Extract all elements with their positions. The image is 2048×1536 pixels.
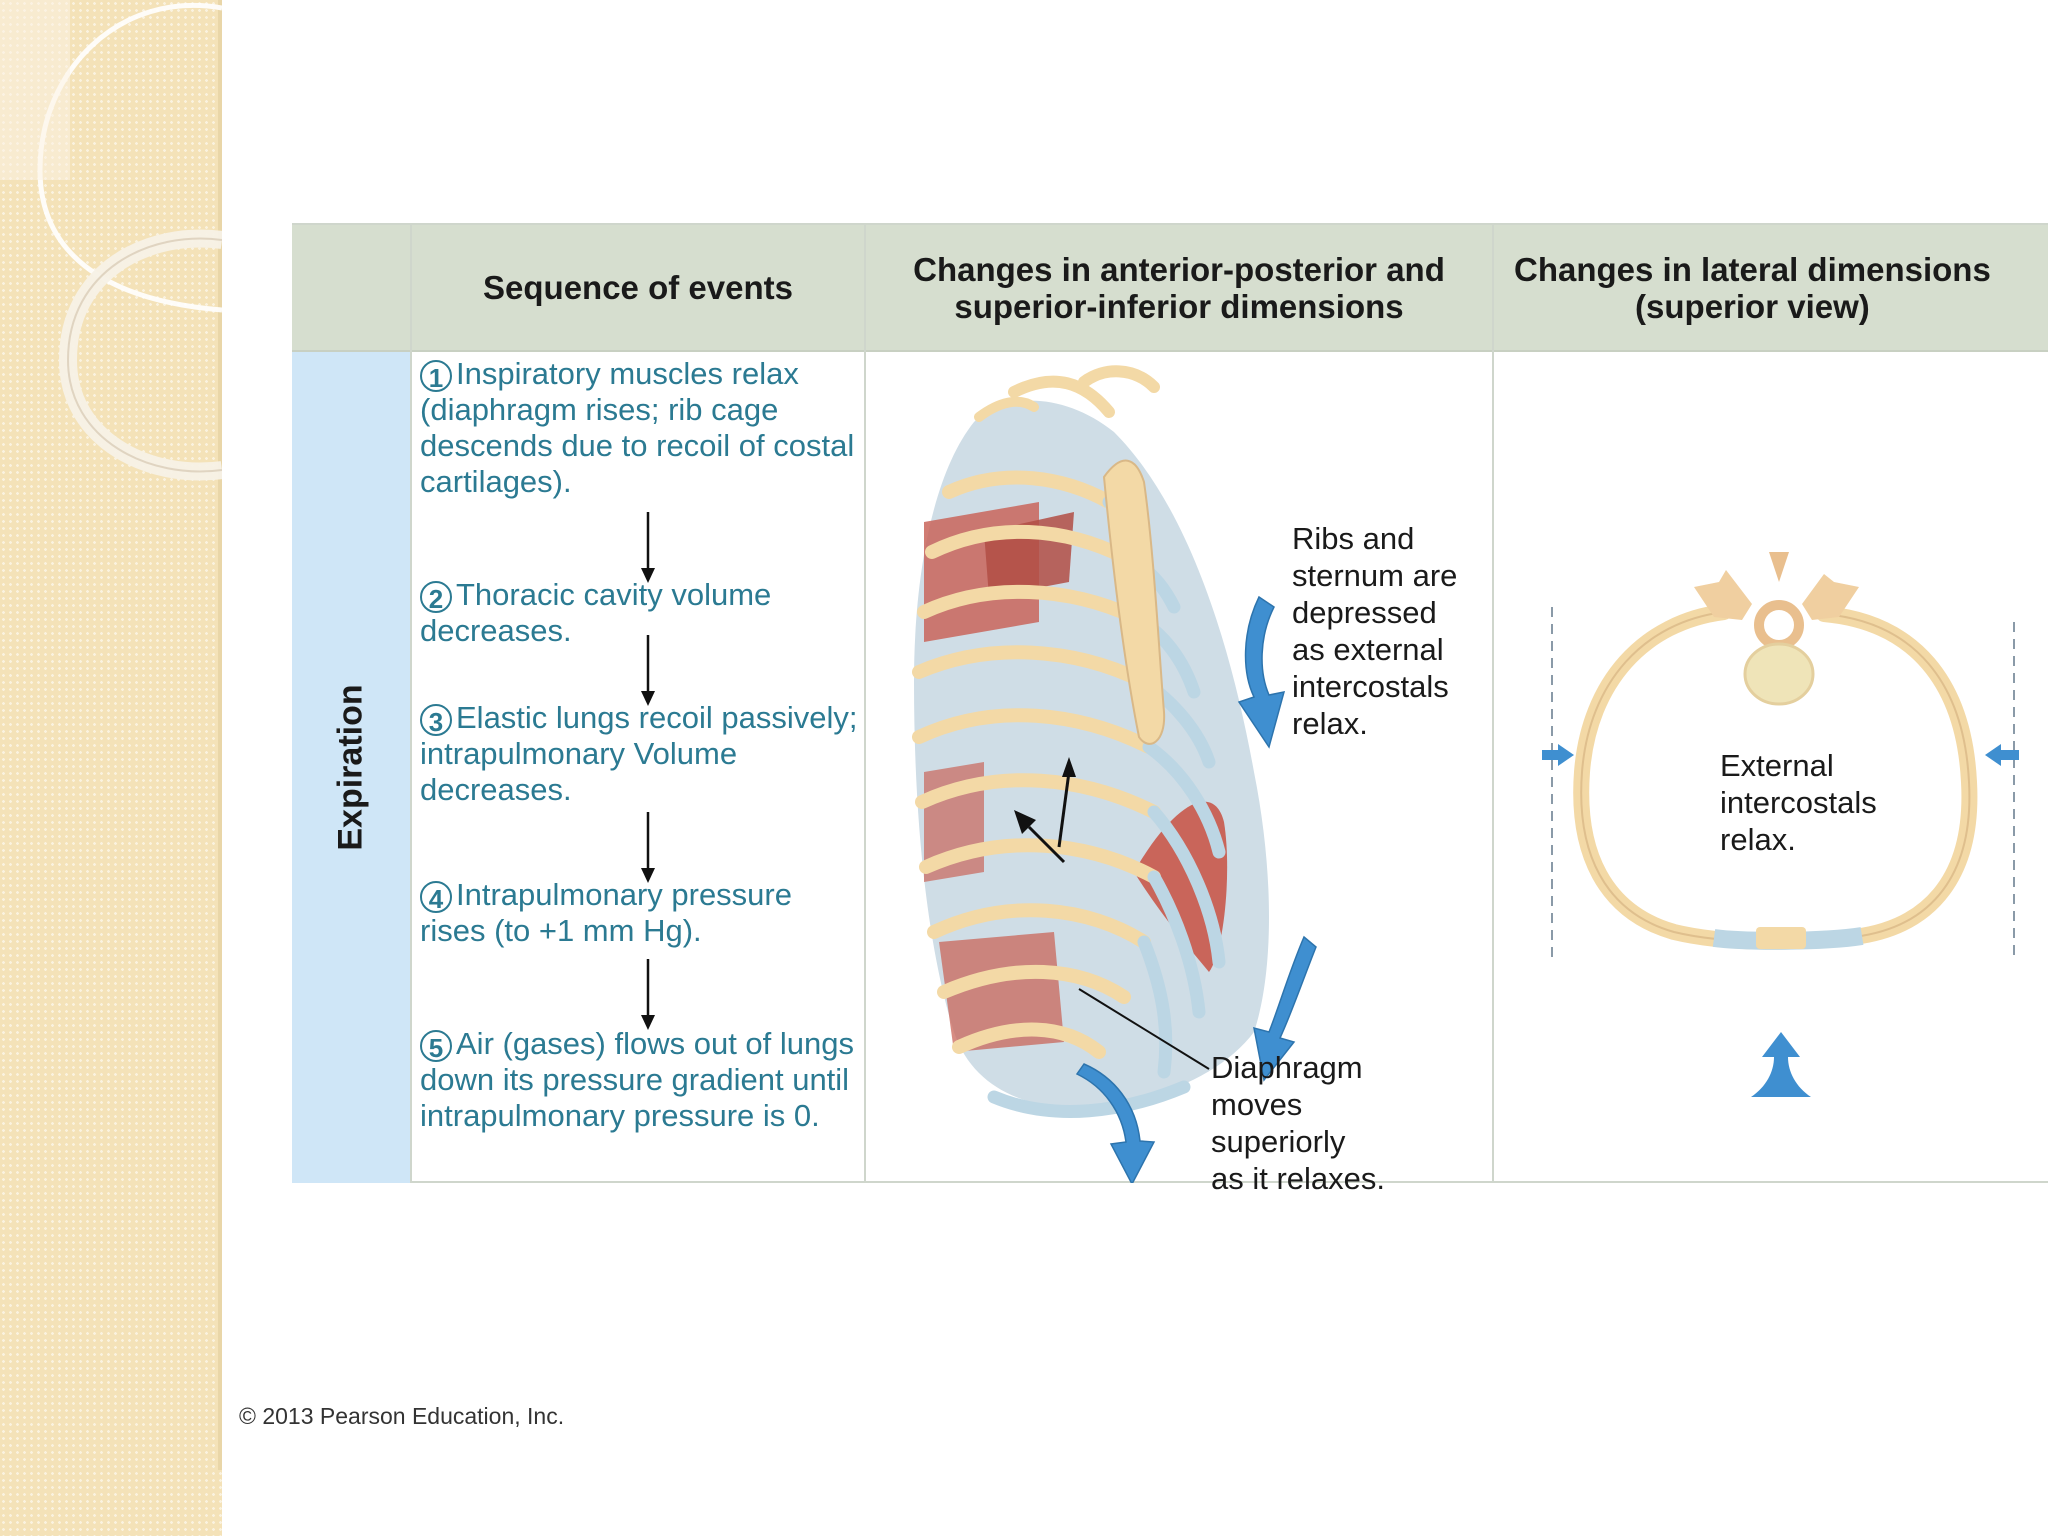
- anterior-posterior-illustration: Ribs and sternum are depressed as extern…: [864, 352, 1492, 1196]
- rib-cage-lateral-icon: [912, 365, 1317, 1186]
- label-line: Ribs and: [1292, 521, 1415, 556]
- down-arrow-icon: [641, 812, 655, 883]
- external-intercostals-label: External intercostals relax.: [1720, 747, 1877, 858]
- header-text-line: Changes in lateral dimensions: [1514, 250, 1991, 288]
- decorative-side-strip: [0, 0, 222, 1536]
- label-line: Diaphragm: [1211, 1050, 1363, 1085]
- down-arrow-icon: [641, 959, 655, 1030]
- lateral-superior-view-illustration: External intercostals relax.: [1494, 352, 2048, 1183]
- header-sequence-of-events: Sequence of events: [412, 225, 864, 350]
- label-line: relax.: [1720, 822, 1796, 857]
- header-anterior-posterior: Changes in anterior-posterior and superi…: [866, 225, 1492, 350]
- label-line: intercostals: [1292, 669, 1449, 704]
- step-text: Elastic lungs recoil passively; intrapul…: [420, 700, 858, 807]
- label-line: as it relaxes.: [1211, 1161, 1386, 1196]
- header-lateral-dimensions: Changes in lateral dimensions (superior …: [1494, 225, 2048, 350]
- step-number: 4: [420, 880, 452, 914]
- step-text: Thoracic cavity volume decreases.: [420, 577, 772, 648]
- step-number: 5: [420, 1029, 452, 1063]
- ribs-sternum-label: Ribs and sternum are depressed as extern…: [1292, 520, 1457, 742]
- diaphragm-label: Diaphragm moves superiorly as it relaxes…: [1211, 1049, 1385, 1197]
- label-line: relax.: [1292, 706, 1368, 741]
- label-line: superiorly: [1211, 1124, 1346, 1159]
- label-line: intercostals: [1720, 785, 1877, 820]
- row-label-expiration: Expiration: [331, 684, 370, 851]
- label-line: depressed: [1292, 595, 1437, 630]
- down-arrow-icon: [641, 512, 655, 583]
- copyright-text: © 2013 Pearson Education, Inc.: [239, 1403, 565, 1429]
- row-label-cell: Expiration: [292, 352, 410, 1183]
- expiration-table: Sequence of events Changes in anterior-p…: [292, 223, 2048, 1196]
- step-number: 2: [420, 580, 452, 614]
- header-text-line: Changes in anterior-posterior and: [913, 250, 1445, 288]
- label-line: External: [1720, 748, 1834, 783]
- header-text-line: (superior view): [1635, 287, 1870, 325]
- rib-ring-superior-icon: [1542, 552, 2019, 1097]
- step-number: 1: [420, 359, 452, 393]
- header-text: Sequence of events: [483, 269, 793, 306]
- step-text: Air (gases) flows out of lungs down its …: [420, 1026, 855, 1133]
- step-number: 3: [420, 703, 452, 737]
- label-line: moves: [1211, 1087, 1303, 1122]
- column-divider: [410, 225, 412, 1181]
- down-arrow-icon: [641, 635, 655, 706]
- step-text: Intrapulmonary pressure rises (to +1 mm …: [420, 877, 792, 948]
- header-text-line: superior-inferior dimensions: [954, 287, 1404, 325]
- label-line: as external: [1292, 632, 1444, 667]
- label-line: sternum are: [1292, 558, 1458, 593]
- column-divider: [864, 225, 866, 1181]
- table-header-row: [292, 225, 2048, 352]
- step-text: Inspiratory muscles relax (diaphragm ris…: [420, 356, 855, 499]
- strip-edge: [218, 0, 222, 1470]
- decorative-rings: [0, 0, 222, 481]
- column-divider: [1492, 225, 1494, 1181]
